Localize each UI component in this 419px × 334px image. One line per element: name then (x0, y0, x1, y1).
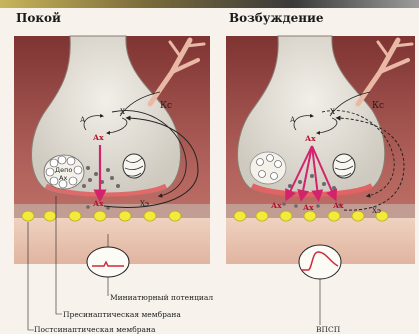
excitation-a-label: А (290, 116, 296, 124)
top-decorative-strip (0, 0, 419, 8)
excitation-ax-cleft-label-1: Ах (271, 201, 282, 210)
rest-a-label: А (80, 116, 86, 124)
excitation-ax-cleft-label-3: Ах (333, 201, 344, 210)
excitation-kc-label: Кс (372, 101, 384, 111)
excitation-recording-electrode (299, 245, 341, 325)
rest-depot-label: Депо (55, 166, 72, 174)
excitation-xe-label: Хэ (372, 207, 381, 215)
rest-xe-label: Хэ (140, 200, 149, 208)
excitation-ax-top-label: Ах (305, 134, 316, 143)
postsynaptic-membrane-caption: Постсинаптическая мембрана (34, 325, 156, 334)
rest-ax-top-label: Ах (93, 133, 104, 142)
excitation-panel-title: Возбуждение (229, 11, 324, 25)
excitation-panel: Возбуждение (226, 11, 415, 325)
rest-mitochondrion (123, 154, 145, 178)
excitation-ax-cleft-label-2: Ах (303, 203, 314, 212)
rest-depot-vesicles: Депо Ах (44, 155, 84, 189)
presynaptic-membrane-caption: Пресинаптическая мембрана (63, 310, 181, 319)
rest-kc-label: Кс (160, 101, 172, 111)
rest-ax-cleft-label: Ах (93, 199, 104, 208)
rest-depot-ax-label: Ах (59, 174, 67, 182)
rest-panel: Покой Депо Ах (14, 11, 210, 277)
excitation-mitochondrion (333, 154, 355, 178)
epsp-caption: ВПСП (316, 325, 341, 334)
rest-panel-title: Покой (16, 11, 61, 25)
mini-potential-caption: Миниатюрный потенциал (110, 293, 213, 302)
